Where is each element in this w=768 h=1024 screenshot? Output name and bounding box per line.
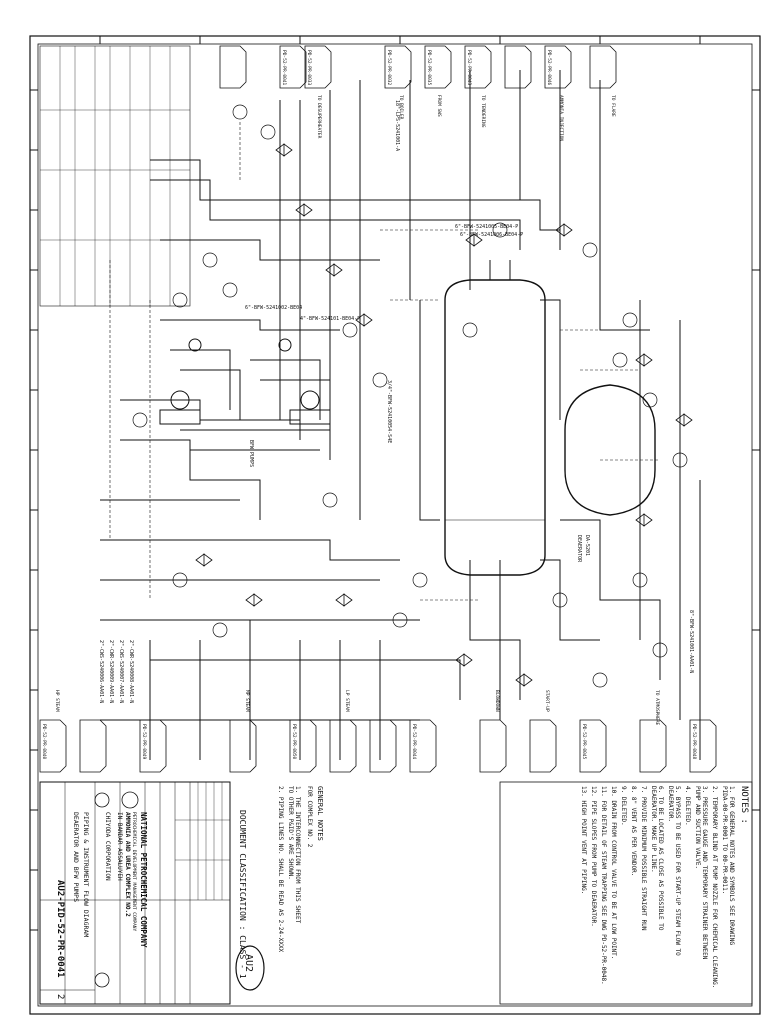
line-label: 6"-BFW-5241005-BE04-P (455, 224, 518, 230)
sheet-number: 2 (55, 994, 65, 999)
bfw-pumps (159, 338, 331, 425)
instrument-signal-lines (109, 120, 660, 601)
general-note-line: 2. PIPING LINES NO. SHALL BE READ AS 2-2… (277, 786, 284, 953)
ref-tag: PD-52-PR-0035 (426, 50, 432, 86)
notes-title: NOTES : (739, 786, 749, 824)
ref-tag: PD-52-PR-0045 (581, 724, 587, 760)
title-block: NATIONAL PETROCHEMICAL COMPANY PETROCHEM… (39, 781, 231, 1005)
storage-drum (564, 384, 656, 516)
revision-table (175, 782, 230, 900)
valves (195, 143, 693, 687)
drawing-number: AU2-PID-52-PR-0041 (55, 880, 65, 978)
note-line: PIDA-00-PR-0001 TO 00-PR-0011. (721, 786, 728, 894)
dest-label: START-UP (544, 690, 550, 712)
ref-tag: PD-52-PR-0049 (141, 724, 147, 760)
ref-tag: PD-52-PR-0041 (281, 50, 287, 86)
note-line: 1. FOR GENERAL NOTES AND SYMBOLS SEE DRA… (728, 786, 735, 945)
partner-logo-icon (94, 972, 110, 988)
contractor-name: CHIYODA CORPORATION (104, 812, 111, 881)
line-label: 3/4"-BFW-52410054-S4E (386, 380, 392, 443)
note-line: 10. DRAIN FROM CONTROL VALVE TO BE AT LO… (610, 786, 617, 959)
equipment-tags: DEAERATOR DA-5201 BFW PUMPS (248, 440, 590, 563)
ref-tag: PD-52-PR-0046 (546, 50, 552, 86)
dest-label: TO BOILER (398, 95, 404, 120)
line-label: 8"-BFW-5241001-AA01-N (688, 610, 694, 673)
note-line: DEAERATOR. MAKE UP LINE. (650, 786, 657, 873)
note-line: 13. HIGH POINT VENT AT PIPING. (580, 786, 587, 894)
offpage-connectors-top (219, 45, 617, 89)
deaerator-vessel (444, 260, 546, 576)
drawing-title-1: PIPING & INSTRUMENT FLOW DIAGRAM (82, 812, 90, 937)
sheet-inner-border (37, 43, 753, 1007)
dest-label: MP STEAM (244, 690, 250, 712)
equipment-label: DEAERATOR (576, 535, 582, 563)
line-label: 6"-BFW-5241002-BE04 (245, 305, 302, 311)
general-notes-title: GENERAL NOTES (316, 786, 324, 841)
dest-label: BLOWDOWN (494, 690, 500, 712)
ref-tag: PD-52-PR-0033 (306, 50, 312, 86)
general-notes-panel: GENERAL NOTES FOR COMPLEX NO. 2 1. THE I… (238, 786, 324, 979)
company-subtitle: PETROCHEMICAL DEVELOPMENT MANAGEMENT COM… (131, 812, 137, 931)
general-note-line: 1. THE INTERCONNECTION FROM THIS SHEET (294, 786, 301, 924)
dest-label: LP STEAM (344, 690, 350, 712)
offpage-connectors-bottom (39, 719, 717, 773)
note-line: PUMP AND SUCTION VALVE. (694, 786, 701, 869)
classification-text: DOCUMENT CLASSIFICATION : CLASS - 1 (238, 810, 247, 979)
line-label: 2"-CWR-5240008-AA01-N (128, 640, 134, 703)
line-label: 4"-BFW-524101-BE04-P (300, 316, 360, 322)
revision-block (39, 45, 191, 307)
project-name: AMMONIA AND UREA COMPLEX NO.2 (124, 812, 131, 917)
note-line: 2. TEMPORARY BLIND AT PUMP NOZZLE FOR CH… (711, 786, 718, 988)
dest-label: AMMONIA INJECTION (558, 95, 564, 141)
revision-stamp-text: AU2 (243, 954, 254, 972)
ref-tag: PD-52-PR-0043 (466, 50, 472, 86)
note-line: 7. PROVIDE MINIMUM POSSIBLE STRAIGHT RUN (640, 786, 647, 931)
ref-tag: PD-52-PR-0032 (386, 50, 392, 86)
sheet-outer-border (29, 35, 761, 1015)
revision-stamp: AU2 (235, 945, 265, 991)
line-label: 18"-LPS-5241001-A (394, 100, 400, 151)
ref-tag: PD-52-PR-0040 (41, 724, 47, 760)
general-note-line: TO OTHER P&ID'S ARE SHOWN. (287, 786, 294, 880)
note-line: 3. PRESSURE GAUGE AND TEMPORARY STRAINER… (701, 786, 708, 960)
note-line: 6. TO BE LOCATED AS CLOSE AS POSSIBLE TO (657, 786, 664, 931)
contractor-logo-icon (94, 792, 110, 808)
ref-tag: PD-52-PR-0044 (411, 724, 417, 760)
note-line: DEAERATOR. (667, 786, 674, 822)
note-line: 4. DELETED. (684, 786, 691, 826)
dest-label: FROM SWS (436, 95, 442, 117)
ref-tag-group: PD-52-PR-0041 PD-52-PR-0033 PD-52-PR-003… (41, 50, 697, 760)
dest-label: TO FLARE (610, 95, 616, 117)
project-location: IN BANDAR ASSALUYEH (116, 812, 123, 881)
ref-tag: PD-52-PR-0048 (691, 724, 697, 760)
note-line: 9. DELETED. (620, 786, 627, 826)
line-label-group: 6"-BFW-5241005-BE04-P 6"-BFW-5241006-BE0… (98, 100, 694, 703)
dest-label: HP STEAM (54, 690, 60, 712)
note-line: 8. 8" VENT AS PER VENDOR. (630, 786, 637, 876)
drawing-title-2: DEAERATOR AND BFW PUMPS (72, 812, 80, 902)
line-label: 2"-CWS-5240006-AA01-N (98, 640, 104, 703)
note-line: 11. FOR DETAIL OF STEAM TRAPPING SEE DWG… (600, 786, 607, 985)
note-line: 5. BYPASS TO BE USED FOR START-UP STEAM … (674, 786, 681, 956)
dest-label: TO ATMOSPHERE (654, 690, 660, 726)
notes-panel: NOTES : 1. FOR GENERAL NOTES AND SYMBOLS… (499, 781, 753, 1005)
dest-label: TO DESUPERHEATER (316, 95, 322, 139)
dest-label: TO TENDERING (480, 95, 486, 128)
ref-tag: PD-52-PR-0050 (291, 724, 297, 760)
line-label: 2"-CWS-5240007-AA01-N (118, 640, 124, 703)
company-logo-icon (121, 791, 139, 809)
grid-ticks (30, 36, 760, 931)
general-note-line: FOR COMPLEX NO. 2 (306, 786, 313, 848)
note-line: 12. PIPE SLOPES FROM PUMP TO DEAERATOR. (590, 786, 597, 927)
instrument-bubbles (132, 104, 688, 688)
line-label: 2"-CWR-5240009-AA01-N (108, 640, 114, 703)
line-label: 6"-BFW-5241006-BE04-P (460, 232, 523, 238)
equipment-label: BFW PUMPS (248, 440, 254, 467)
company-name: NATIONAL PETROCHEMICAL COMPANY (139, 812, 148, 948)
equipment-label: DA-5201 (584, 535, 590, 556)
dest-label-group: TO DESUPERHEATER TO BOILER FROM SWS TO T… (54, 95, 660, 726)
